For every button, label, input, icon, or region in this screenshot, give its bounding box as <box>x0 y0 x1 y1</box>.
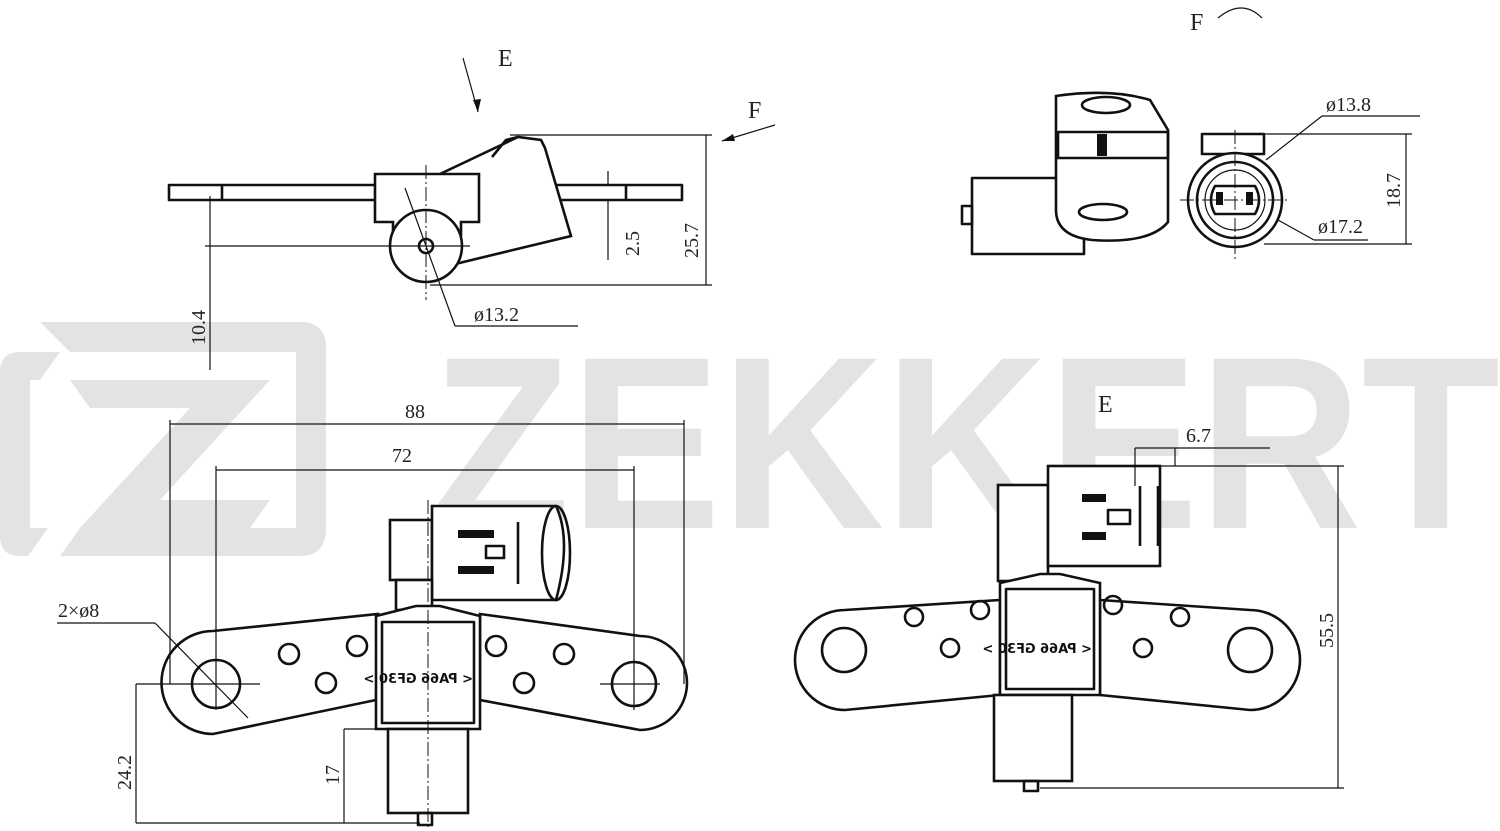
side-view: E F ø13.2 2.5 25.7 10.4 <box>167 46 776 370</box>
watermark: ZEKKERT <box>0 306 1500 581</box>
dim-connector-inner-diameter: ø13.8 <box>1326 94 1371 116</box>
view-e-title: E <box>1098 392 1113 418</box>
dim-overall-length: 88 <box>405 401 425 423</box>
front-view: < PA66 GF30 > 88 72 2×ø8 24.2 17 <box>57 401 689 829</box>
dim-hole-to-tip: 24.2 <box>114 755 136 790</box>
view-f: F ø13.8 ø17.2 18.7 <box>960 7 1420 260</box>
dim-hole-spacing: 72 <box>392 445 412 467</box>
dim-connector-outer-diameter: ø17.2 <box>1318 216 1363 238</box>
dim-sensor-offset: 10.4 <box>188 310 210 345</box>
dim-mounting-holes: 2×ø8 <box>58 600 99 622</box>
dim-sensor-diameter: ø13.2 <box>474 304 519 326</box>
view-arrow-f-label: F <box>748 98 761 124</box>
dim-total-height-e: 55.5 <box>1316 613 1338 648</box>
dim-connector-offset: 6.7 <box>1186 425 1211 447</box>
material-marking-e: < PA66 GF30 > <box>983 642 1093 657</box>
dim-flange-thickness: 2.5 <box>622 231 644 256</box>
dim-connector-height: 18.7 <box>1383 173 1405 208</box>
watermark-logo <box>0 322 326 556</box>
view-e: E < PA66 GF30 > 6.7 55.5 <box>793 392 1344 793</box>
view-f-title: F <box>1190 10 1203 36</box>
dim-total-height-side: 25.7 <box>681 223 703 258</box>
material-marking-front: < PA66 GF30 > <box>364 672 474 687</box>
dim-body-length: 17 <box>322 765 344 785</box>
watermark-brand-text: ZEKKERT <box>432 306 1500 581</box>
view-arrow-e-label: E <box>498 46 513 72</box>
